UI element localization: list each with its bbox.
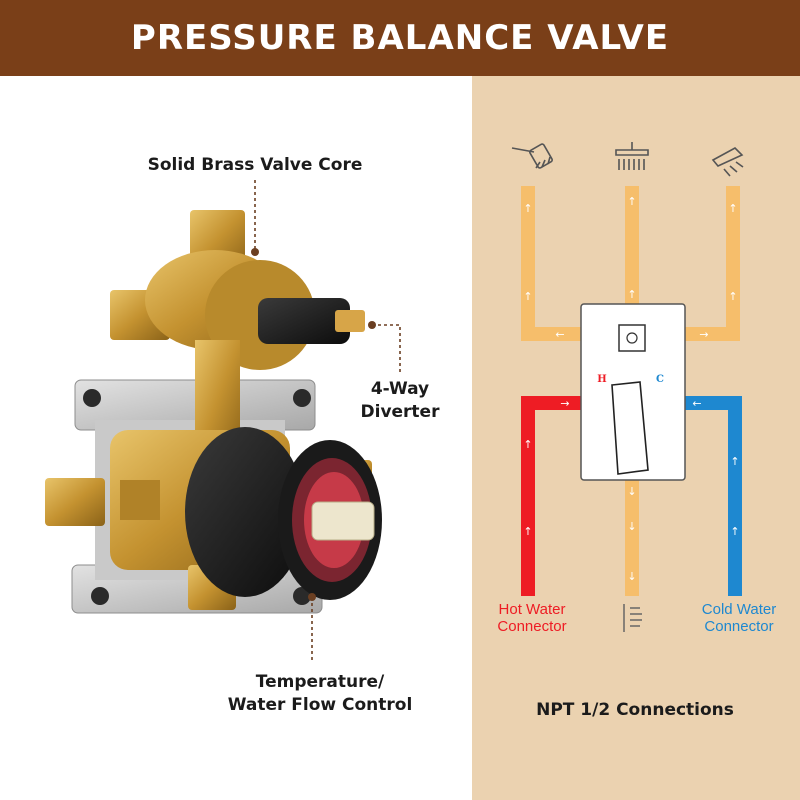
svg-text:↓: ↓	[627, 520, 636, 533]
svg-text:↑: ↑	[728, 290, 737, 303]
hot-mark: H	[597, 374, 606, 385]
label-temp-line2: Water Flow Control	[227, 695, 413, 715]
diverter-stem	[258, 298, 365, 344]
svg-text:↑: ↑	[730, 525, 739, 538]
handle-icon	[611, 381, 649, 475]
flow-arrows: ↑ ↑ ↑ ↑ ↑ ↑ ← → → ← ↑ ↑ ↑ ↑ ↓ ↓ ↓	[523, 195, 739, 583]
svg-text:→: →	[560, 397, 569, 410]
screw-icon	[293, 587, 311, 605]
temperature-cartridge	[185, 427, 382, 600]
svg-text:↑: ↑	[523, 525, 532, 538]
rain-shower-icon	[615, 142, 649, 170]
label-temp-line1: Temperature/	[255, 672, 385, 692]
cold-mark: C	[656, 374, 664, 385]
svg-text:←: ←	[692, 397, 701, 410]
svg-text:↑: ↑	[627, 195, 636, 208]
title-banner: PRESSURE BALANCE VALVE	[0, 0, 800, 76]
svg-text:↑: ↑	[627, 288, 636, 301]
svg-text:↑: ↑	[523, 438, 532, 451]
connections-label: NPT 1/2 Connections	[536, 700, 734, 720]
hot-pipe	[521, 396, 581, 596]
label-diverter-line2: Diverter	[360, 402, 440, 422]
screw-icon	[91, 587, 109, 605]
svg-text:↓: ↓	[627, 570, 636, 583]
cold-water-label-line1: Cold Water	[701, 601, 777, 618]
tub-spout-icon	[623, 604, 642, 632]
hot-water-label-line1: Hot Water	[498, 601, 566, 618]
trim-plate: H C	[580, 303, 686, 481]
body-spray-icon	[711, 147, 744, 177]
page-title: PRESSURE BALANCE VALVE	[130, 18, 670, 58]
screw-icon	[293, 389, 311, 407]
screw-icon	[83, 389, 101, 407]
svg-text:↓: ↓	[627, 485, 636, 498]
leader-lines	[254, 180, 401, 660]
cold-water-label-line2: Connector	[704, 618, 774, 635]
svg-text:↑: ↑	[523, 202, 532, 215]
selector-icon	[618, 324, 646, 352]
svg-text:↑: ↑	[730, 455, 739, 468]
svg-text:↑: ↑	[728, 202, 737, 215]
cold-pipe	[685, 396, 742, 596]
outlet-pipes	[521, 186, 740, 596]
label-valve-core: Solid Brass Valve Core	[147, 155, 363, 175]
hot-water-label-line2: Connector	[497, 618, 567, 635]
label-diverter-line1: 4-Way	[370, 379, 430, 399]
svg-text:←: ←	[555, 328, 564, 341]
svg-text:↑: ↑	[523, 290, 532, 303]
hand-shower-icon	[511, 143, 553, 169]
svg-text:→: →	[699, 328, 708, 341]
